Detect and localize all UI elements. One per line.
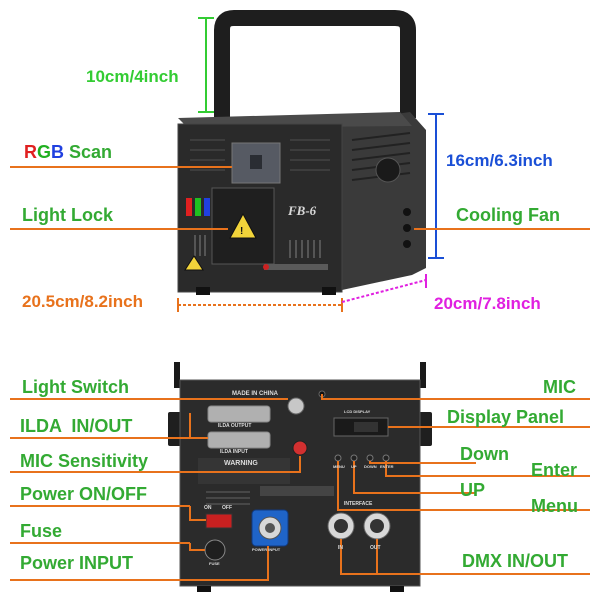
fuse-label: Fuse (20, 521, 63, 541)
fuse-holder (204, 539, 226, 561)
panel-enter: ENTER (380, 464, 394, 469)
ilda-input-connector (207, 431, 271, 449)
rgb-led-red (186, 198, 192, 216)
ilda-label: ILDA IN/OUT (20, 416, 133, 436)
rgb-led-green (195, 198, 201, 216)
panel-menu: MENU (333, 464, 345, 469)
width-dimension-label: 20.5cm/8.2inch (22, 292, 143, 311)
foot (196, 287, 210, 295)
length-dimension-label: 20cm/7.8inch (434, 294, 541, 313)
panel-warning: WARNING (224, 460, 258, 467)
depth-dimension-label: 16cm/6.3inch (446, 151, 553, 170)
panel-fuse: FUSE (209, 561, 220, 566)
rgb-led-blue (204, 198, 210, 216)
power-switch (205, 513, 233, 529)
light-lock-label: Light Lock (22, 205, 113, 225)
panel-lcd-display: LCD DISPLAY (344, 409, 371, 414)
carry-handle (214, 10, 416, 118)
rgb-letter-g: G (37, 142, 52, 162)
model-label: FB-6 (288, 203, 317, 218)
panel-interface: INTERFACE (344, 501, 373, 507)
light-switch-knob (287, 397, 305, 415)
panel-in: IN (338, 545, 343, 551)
svg-text:!: ! (240, 226, 243, 237)
rgb-scan-text: Scan (64, 142, 113, 162)
display-panel-label: Display Panel (447, 407, 565, 427)
panel-ilda-input: ILDA INPUT (220, 449, 248, 455)
down-button (366, 454, 374, 462)
light-switch-label: Light Switch (22, 377, 129, 397)
panel-off: OFF (222, 505, 232, 511)
foot (322, 287, 336, 295)
height-dimension-label: 10cm/4inch (86, 67, 179, 86)
panel-up: UP (351, 464, 357, 469)
power-input-label: Power INPUT (20, 553, 134, 573)
panel-ilda-output: ILDA OUTPUT (218, 423, 252, 429)
panel-down: DOWN (364, 464, 377, 469)
enter-button (382, 454, 390, 462)
mic-sensitivity-label: MIC Sensitivity (20, 451, 149, 471)
rgb-letter-r: R (24, 142, 37, 162)
rgb-scan-label: RGB Scan (24, 143, 112, 161)
mic-label: MIC (543, 377, 576, 397)
panel-made-in-china: MADE IN CHINA (232, 391, 278, 397)
dmx-label: DMX IN/OUT (462, 551, 568, 571)
down-label: Down (460, 444, 509, 464)
menu-label: Menu (531, 496, 578, 516)
up-button (350, 454, 358, 462)
ilda-output-connector (207, 405, 271, 423)
cooling-fan-label: Cooling Fan (456, 205, 560, 225)
up-label: UP (460, 480, 486, 500)
panel-on: ON (204, 505, 212, 511)
enter-label: Enter (531, 460, 578, 480)
mic-sensitivity-knob (292, 440, 308, 456)
power-onoff-label: Power ON/OFF (20, 484, 148, 504)
side-knob (375, 157, 401, 183)
panel-power-input: POWER INPUT (252, 547, 281, 552)
front-vents (190, 139, 330, 171)
panel-out: OUT (370, 545, 381, 551)
laser-warning-triangle (229, 212, 257, 239)
menu-button (334, 454, 342, 462)
projector-side (340, 112, 426, 290)
rgb-letter-b: B (51, 142, 65, 162)
